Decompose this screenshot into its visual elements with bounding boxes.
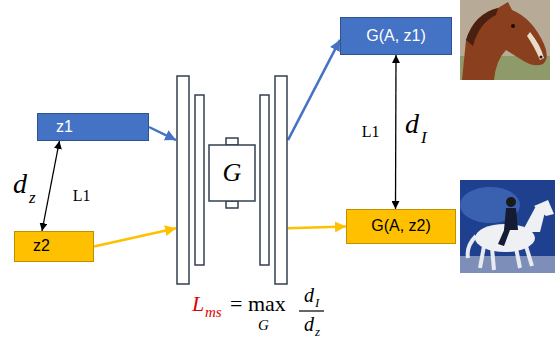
latent-box: z1 [37, 113, 149, 141]
latent-box: z2 [14, 231, 94, 262]
distance-arrow [395, 55, 397, 209]
edge-label: L1 [362, 124, 380, 140]
white-horse-photo [460, 180, 555, 273]
layer-bar [195, 95, 204, 265]
distance-symbol: d [405, 110, 419, 138]
layer-bar [275, 76, 287, 284]
box-label: G(A, z1) [366, 27, 426, 45]
input-arrow [149, 127, 176, 140]
layer-bar [260, 95, 269, 265]
input-arrow [94, 228, 176, 246]
output-arrow [288, 40, 340, 140]
numerator: d [304, 285, 314, 305]
layer-bar [209, 145, 255, 201]
distance-arrow [42, 141, 59, 231]
loss-symbol: L [192, 293, 204, 315]
layer-bar [177, 76, 189, 284]
edge-label: L1 [73, 188, 91, 204]
denominator: d [304, 314, 314, 334]
generator-network: G [176, 75, 288, 285]
output-box: G(A, z2) [346, 209, 456, 244]
fraction-bar [299, 310, 324, 311]
subscript: I [421, 129, 427, 146]
subscript: z [29, 189, 36, 206]
subscript: z [315, 325, 320, 338]
subscript: G [258, 318, 269, 333]
output-arrow [288, 227, 346, 229]
formula-operator: = max [230, 293, 286, 315]
brown-horse-photo [460, 0, 550, 80]
layer-bar [226, 138, 238, 145]
subscript: I [315, 296, 319, 309]
subscript: ms [205, 305, 222, 320]
network-label: G [223, 160, 242, 186]
distance-symbol: d [13, 170, 27, 198]
output-box: G(A, z1) [340, 17, 452, 55]
box-label: G(A, z2) [371, 217, 431, 235]
layer-bar [226, 201, 238, 208]
box-label: z2 [33, 237, 50, 255]
box-label: z1 [56, 118, 73, 136]
